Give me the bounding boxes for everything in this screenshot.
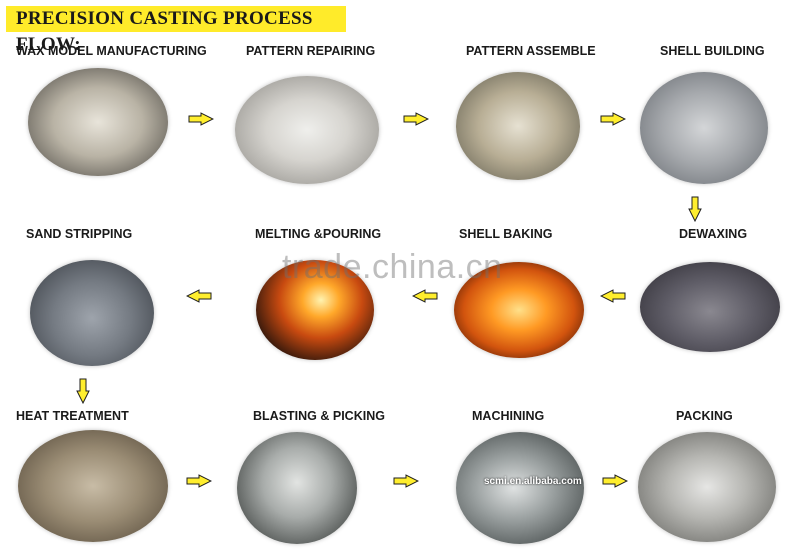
step-label-pattern-repairing: PATTERN REPAIRING: [246, 44, 376, 58]
step-label-blasting-picking: BLASTING & PICKING: [253, 409, 385, 423]
watermark: trade.china.cn: [282, 248, 503, 286]
step-label-pattern-assemble: PATTERN ASSEMBLE: [466, 44, 596, 58]
left-arrow-icon: [186, 289, 212, 303]
down-arrow-icon: [76, 378, 90, 404]
photo-pattern-repairing: [235, 76, 379, 184]
right-arrow-icon: [600, 112, 626, 126]
photo-caption: scmi.en.alibaba.com: [484, 476, 582, 487]
right-arrow-icon: [403, 112, 429, 126]
step-label-sand-stripping: SAND STRIPPING: [26, 227, 133, 241]
right-arrow-icon: [602, 474, 628, 488]
right-arrow-icon: [188, 112, 214, 126]
step-label-shell-building: SHELL BUILDING: [660, 44, 765, 58]
down-arrow-icon: [688, 196, 702, 222]
photo-shell-baking: [454, 262, 584, 358]
step-label-dewaxing: DEWAXING: [679, 227, 748, 241]
right-arrow-icon: [393, 474, 419, 488]
photo-machining: [456, 432, 584, 544]
left-arrow-icon: [600, 289, 626, 303]
photo-packing: [638, 432, 776, 542]
step-label-wax-model: WAX MODEL MANUFACTURING: [16, 44, 207, 58]
step-label-heat-treatment: HEAT TREATMENT: [16, 409, 129, 423]
step-label-packing: PACKING: [676, 409, 733, 423]
photo-wax-model: [28, 68, 168, 176]
step-label-melting-pouring: MELTING &POURING: [255, 227, 382, 241]
page-title: PRECISION CASTING PROCESS FLOW:: [6, 6, 346, 55]
right-arrow-icon: [186, 474, 212, 488]
photo-dewaxing: [640, 262, 780, 352]
photo-heat-treatment: [18, 430, 168, 542]
step-label-machining: MACHINING: [472, 409, 545, 423]
photo-shell-building: [640, 72, 768, 184]
left-arrow-icon: [412, 289, 438, 303]
photo-melting-pouring: [256, 260, 374, 360]
photo-sand-stripping: [30, 260, 154, 366]
photo-blasting-picking: [237, 432, 357, 544]
photo-pattern-assemble: [456, 72, 580, 180]
step-label-shell-baking: SHELL BAKING: [459, 227, 553, 241]
